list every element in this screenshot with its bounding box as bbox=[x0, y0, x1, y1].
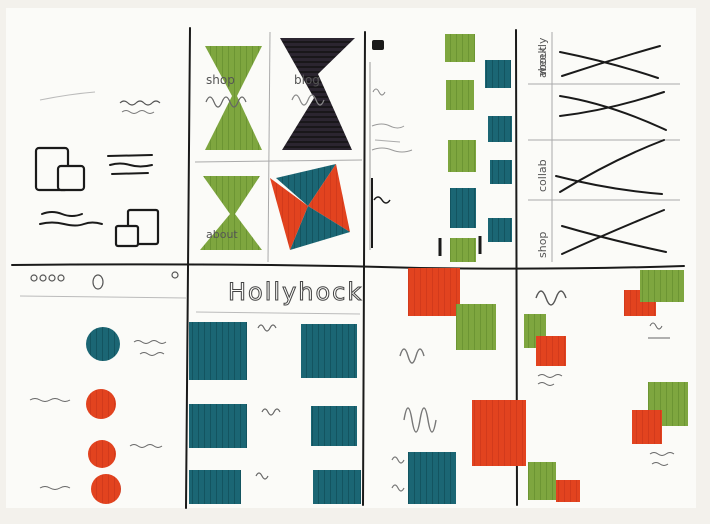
hourglass-label: blog bbox=[294, 73, 320, 87]
nav-label: about bbox=[536, 46, 549, 78]
cross-icon bbox=[559, 45, 661, 79]
stacked-cards-icon bbox=[34, 146, 86, 192]
black-hourglass bbox=[280, 38, 355, 150]
red-block bbox=[472, 400, 526, 466]
panel-bottom-right bbox=[524, 270, 688, 502]
panel-nav: about weekly collab shop bbox=[528, 32, 680, 262]
window-dot bbox=[39, 274, 47, 282]
nav-label: collab bbox=[536, 159, 549, 192]
teal-block bbox=[408, 452, 456, 504]
green-tile bbox=[446, 80, 474, 110]
green-tile bbox=[445, 34, 475, 62]
teal-card bbox=[313, 470, 361, 504]
squiggle-text bbox=[119, 100, 161, 106]
cross-icon bbox=[555, 139, 665, 195]
squiggle-text bbox=[121, 110, 155, 114]
hourglass-label: about bbox=[206, 228, 238, 241]
window-dot bbox=[30, 274, 38, 282]
text-lines bbox=[39, 211, 103, 227]
teal-card bbox=[189, 404, 247, 448]
menu-icon bbox=[171, 271, 179, 279]
panel-blocks bbox=[391, 268, 526, 504]
stacked-cards-icon bbox=[114, 208, 160, 248]
red-dot bbox=[91, 474, 121, 504]
teal-card bbox=[311, 406, 357, 446]
red-dot bbox=[88, 440, 116, 468]
nav-label: weekly bbox=[536, 37, 549, 76]
squiggle-text bbox=[403, 407, 437, 433]
panel-hollyhock: Hollyhock bbox=[189, 278, 363, 504]
cross-icon bbox=[559, 91, 667, 131]
cross-icon bbox=[561, 209, 667, 255]
squiggle-text bbox=[205, 96, 247, 108]
green-tile bbox=[448, 140, 476, 172]
pencil-mark bbox=[39, 91, 96, 101]
squiggle-text bbox=[291, 94, 325, 106]
panel-grid bbox=[11, 27, 685, 509]
teal-tile bbox=[485, 60, 511, 88]
teal-card bbox=[301, 324, 357, 378]
window-dot bbox=[57, 274, 65, 282]
red-block bbox=[632, 410, 662, 444]
window-dot bbox=[48, 274, 56, 282]
squiggle-text bbox=[372, 88, 386, 96]
teal-tile bbox=[488, 218, 512, 242]
green-block bbox=[456, 304, 496, 350]
teal-tile bbox=[450, 188, 476, 228]
red-block bbox=[536, 336, 566, 366]
nav-label: shop bbox=[536, 232, 549, 258]
panel-hourglass: shop blog about bbox=[194, 31, 363, 263]
squiggle-text bbox=[399, 348, 425, 364]
hollyhock-title: Hollyhock bbox=[228, 278, 363, 306]
red-block bbox=[556, 480, 580, 502]
panel-top-left bbox=[34, 91, 161, 248]
green-hourglass bbox=[205, 46, 262, 150]
teal-dot bbox=[86, 327, 120, 361]
text-lines bbox=[107, 154, 153, 175]
logo-scribble bbox=[535, 290, 567, 306]
panel-sidebar bbox=[369, 34, 512, 262]
teal-card bbox=[189, 470, 241, 504]
green-block bbox=[528, 462, 556, 500]
red-block bbox=[408, 268, 460, 316]
pinwheel bbox=[270, 164, 350, 250]
panel-bottom-left bbox=[19, 271, 187, 504]
green-hourglass bbox=[200, 176, 262, 250]
hourglass-label: shop bbox=[206, 73, 235, 87]
bag-icon bbox=[372, 40, 384, 50]
red-dot bbox=[86, 389, 116, 419]
search-icon bbox=[92, 274, 104, 290]
green-tile bbox=[450, 238, 476, 262]
teal-tile bbox=[488, 116, 512, 142]
teal-card bbox=[189, 322, 247, 380]
green-block bbox=[640, 270, 684, 302]
teal-tile bbox=[490, 160, 512, 184]
